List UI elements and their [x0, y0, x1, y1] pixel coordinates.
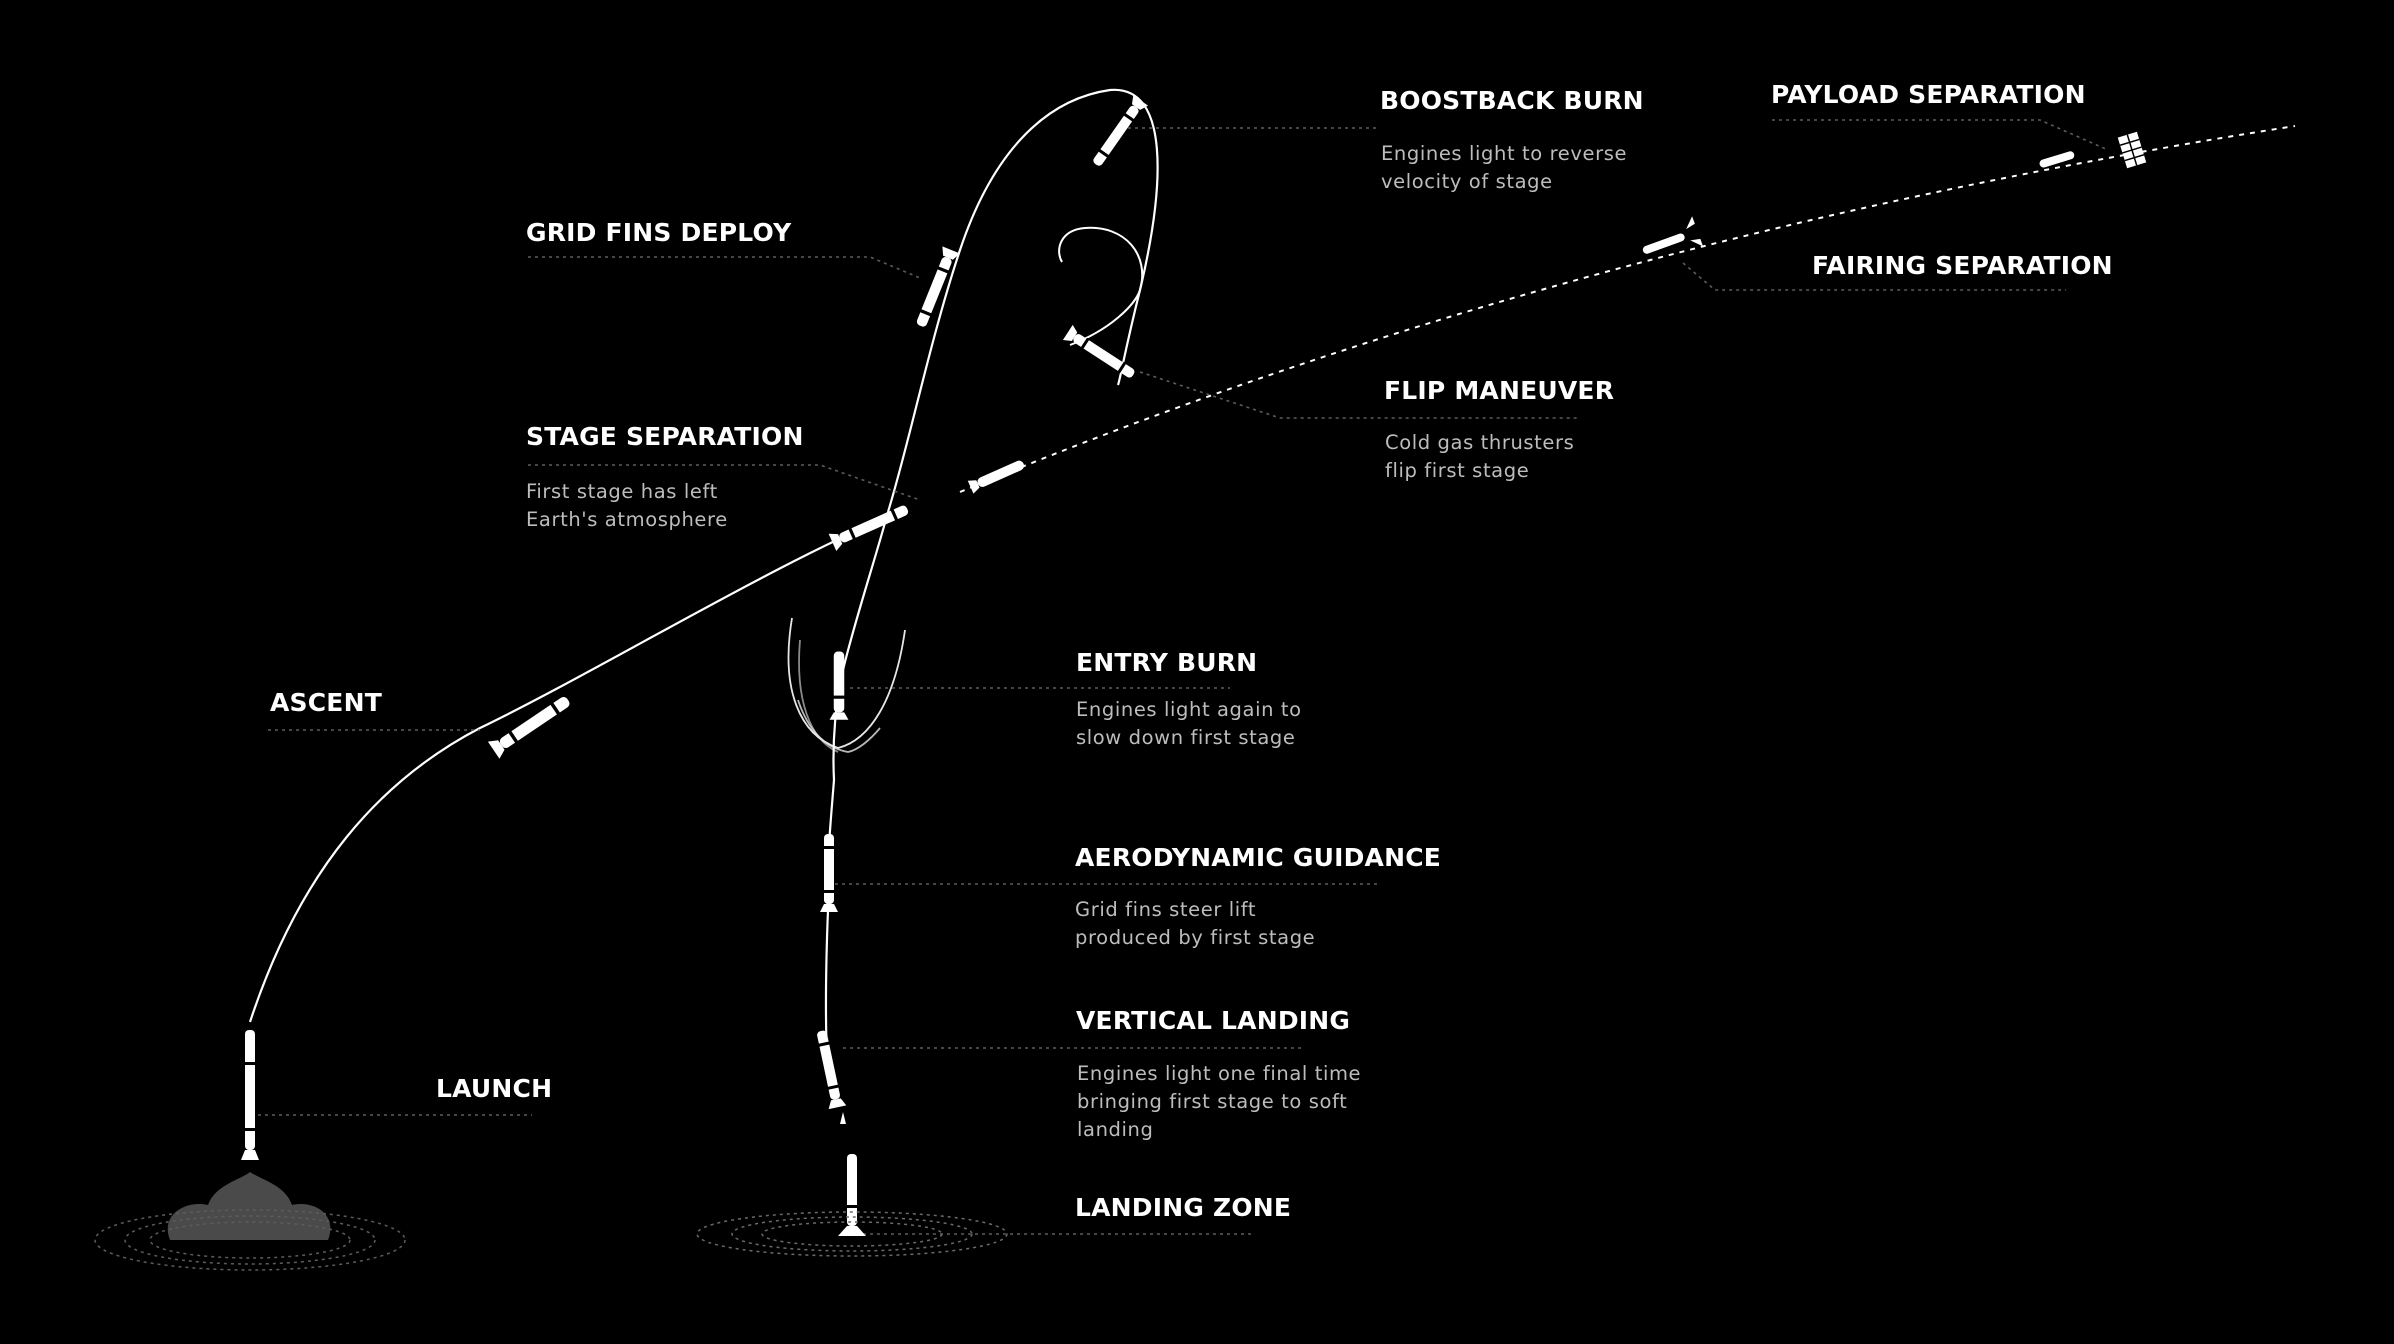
landing-zone-title: LANDING ZONE [1075, 1193, 1292, 1222]
entry-burn-plume [787, 617, 906, 753]
flip-maneuver-desc-line2: flip first stage [1385, 459, 1530, 482]
second-stage-rocket [967, 460, 1025, 494]
vertical-landing-title: VERTICAL LANDING [1076, 1006, 1351, 1035]
boostback-burn-title: BOOSTBACK BURN [1380, 86, 1644, 115]
landing-zone-pad [696, 1211, 1008, 1257]
stage-separation-desc-line1: First stage has left [526, 480, 718, 503]
vertical-landing-desc-line3: landing [1077, 1118, 1154, 1141]
flip-maneuver-rocket [1062, 324, 1139, 383]
payload-separation-title: PAYLOAD SEPARATION [1771, 80, 2086, 109]
ascent-title: ASCENT [270, 688, 382, 717]
leader-lines [258, 119, 2109, 1235]
stage-separation-rocket [828, 500, 912, 552]
vertical-landing-rocket [812, 1029, 847, 1124]
entry-burn-desc-line2: slow down first stage [1076, 726, 1296, 749]
ascent-trajectory [248, 510, 901, 1023]
vertical-landing-desc-line2: bringing first stage to soft [1077, 1090, 1348, 1113]
launch-title: LAUNCH [436, 1074, 553, 1103]
launch-pad [94, 1172, 406, 1271]
entry-burn-title: ENTRY BURN [1076, 648, 1258, 677]
flip-maneuver-arc [1058, 226, 1144, 346]
flip-maneuver-desc-line1: Cold gas thrusters [1385, 431, 1575, 454]
landing-zone-rocket [838, 1154, 866, 1236]
flip-maneuver-title: FLIP MANEUVER [1384, 376, 1615, 405]
aerodynamic-guidance-desc-line1: Grid fins steer lift [1075, 898, 1257, 921]
payload-separation-icon [2039, 131, 2147, 169]
boostback-rocket [1088, 95, 1149, 170]
aerodynamic-guidance-title: AERODYNAMIC GUIDANCE [1075, 843, 1442, 872]
stage-separation-title: STAGE SEPARATION [526, 422, 804, 451]
grid-fins-rocket [911, 246, 960, 330]
second-stage-trajectory [959, 125, 2296, 493]
aerodynamic-guidance-rocket [820, 834, 838, 912]
aerodynamic-guidance-desc-line2: produced by first stage [1075, 926, 1316, 949]
grid-fins-deploy-title: GRID FINS DEPLOY [526, 218, 792, 247]
boostback-burn-desc-line1: Engines light to reverse [1381, 142, 1628, 165]
fairing-separation-title: FAIRING SEPARATION [1812, 251, 2113, 280]
vertical-landing-desc-line1: Engines light one final time [1077, 1062, 1362, 1085]
entry-burn-desc-line1: Engines light again to [1076, 698, 1302, 721]
fairing-separation-icon [1642, 216, 1704, 254]
launch-rocket [241, 1030, 259, 1160]
boostback-burn-desc-line2: velocity of stage [1381, 170, 1553, 193]
stage-separation-desc-line2: Earth's atmosphere [526, 508, 728, 531]
